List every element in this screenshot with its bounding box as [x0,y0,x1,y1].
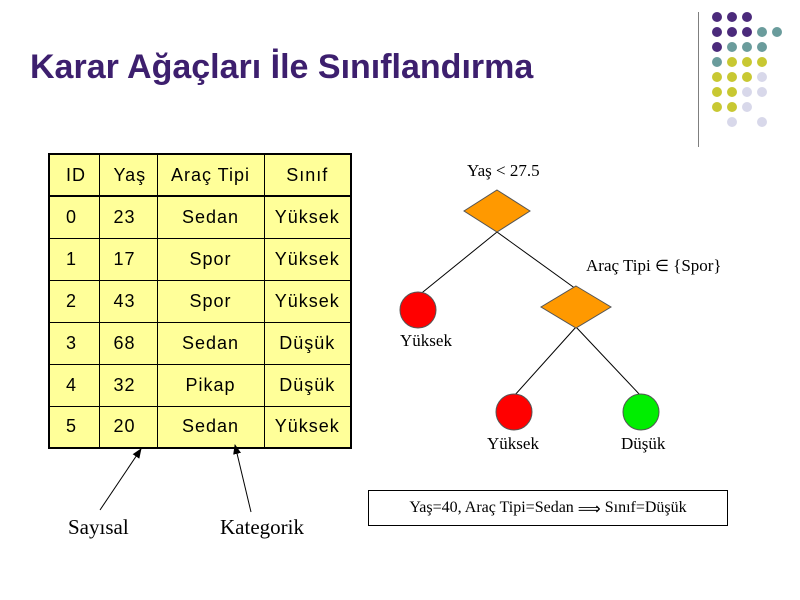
implies-symbol: ⟹ [577,498,601,518]
cell-class: Yüksek [264,195,352,239]
leaf-label-high-1: Yüksek [400,331,452,350]
element-of-symbol: ∈ [654,256,669,275]
annotation-arrow-numeric [99,448,142,511]
decorative-dot [712,57,722,67]
decorative-divider-line [698,12,699,147]
header-id: ID [48,153,100,197]
annotation-numeric-label: Sayısal [68,515,129,539]
tree-edge-node2-right [575,326,642,397]
decorative-dot [712,27,722,37]
cell-age: 32 [99,363,158,407]
annotation-categorical-label: Kategorik [220,515,304,539]
decorative-dot [727,117,737,127]
decorative-dot [742,12,752,22]
decorative-dot [712,42,722,52]
tree-vehicle-decision-node [540,285,612,329]
decorative-dot [742,42,752,52]
vehicle-node-label-prefix: Araç Tipi [586,256,651,275]
decorative-dot [727,57,737,67]
decorative-dot [742,102,752,112]
classification-rule-box: Yaş=40, Araç Tipi=Sedan ⟹ Sınıf=Düşük [368,490,728,526]
header-vehicle-type: Araç Tipi [157,153,265,197]
tree-leaf-low [622,393,660,431]
cell-class: Yüksek [264,405,352,449]
decorative-dot [727,72,737,82]
decorative-dot [727,12,737,22]
cell-vehicle-type: Spor [157,279,265,323]
decorative-dot [727,87,737,97]
annotation-arrow-categorical [233,444,252,513]
tree-leaf-high-1 [399,291,437,329]
cell-id: 0 [48,195,100,239]
decorative-dot [757,117,767,127]
table-row: 0 23 Sedan Yüksek [48,195,352,239]
rule-result: Sınıf=Düşük [604,499,687,516]
decorative-dot-grid [712,12,782,127]
cell-vehicle-type: Sedan [157,405,265,449]
decorative-dot [742,27,752,37]
training-data-table: ID Yaş Araç Tipi Sınıf 0 23 Sedan Yüksek… [48,153,352,449]
cell-id: 4 [48,363,100,407]
decorative-dot [712,12,722,22]
header-age: Yaş [99,153,158,197]
table-row: 1 17 Spor Yüksek [48,237,352,281]
leaf-label-low: Düşük [621,434,666,453]
rule-condition: Yaş=40, Araç Tipi=Sedan [409,499,574,516]
decorative-dot [757,87,767,97]
cell-vehicle-type: Spor [157,237,265,281]
leaf-label-high-2: Yüksek [487,434,539,453]
tree-edge-root-left [417,231,498,297]
slide-title: Karar Ağaçları İle Sınıflandırma [30,48,534,86]
header-class: Sınıf [264,153,352,197]
decorative-dot [757,42,767,52]
cell-age: 17 [99,237,158,281]
decorative-dot [757,72,767,82]
cell-id: 1 [48,237,100,281]
cell-class: Düşük [264,321,352,365]
root-node-label: Yaş < 27.5 [467,161,540,180]
decorative-dot [712,87,722,97]
cell-id: 2 [48,279,100,323]
decorative-dot [742,87,752,97]
decorative-dot [727,27,737,37]
vehicle-node-label: Araç Tipi ∈ {Spor} [586,256,722,276]
cell-age: 68 [99,321,158,365]
tree-edge-node2-left [513,326,577,397]
decorative-dot [727,102,737,112]
decorative-dot [712,72,722,82]
decorative-dot [757,57,767,67]
cell-class: Düşük [264,363,352,407]
decorative-dot [727,42,737,52]
decorative-dot [742,72,752,82]
decorative-dot [757,27,767,37]
tree-root-decision-node [463,189,531,233]
decorative-dot [712,102,722,112]
table-header-row: ID Yaş Araç Tipi Sınıf [48,153,352,197]
cell-vehicle-type: Sedan [157,321,265,365]
tree-edge-root-right [496,231,577,290]
cell-age: 20 [99,405,158,449]
cell-age: 43 [99,279,158,323]
table-row: 5 20 Sedan Yüksek [48,405,352,449]
decorative-dot [772,27,782,37]
cell-class: Yüksek [264,237,352,281]
tree-leaf-high-2 [495,393,533,431]
decorative-dot [742,57,752,67]
cell-id: 5 [48,405,100,449]
vehicle-node-label-set: {Spor} [673,256,722,275]
